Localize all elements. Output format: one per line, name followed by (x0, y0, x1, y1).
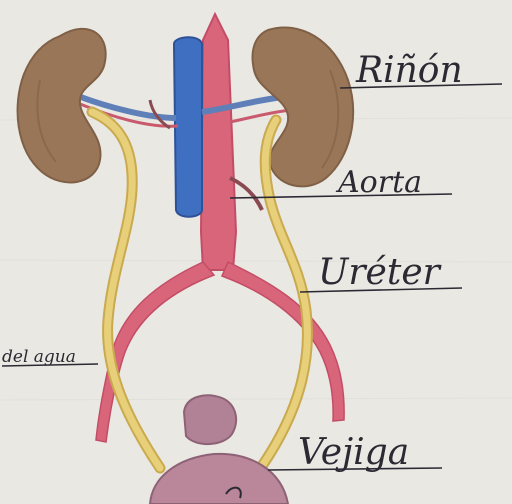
label-aorta: Aorta (335, 165, 422, 200)
label-rinon: Riñón (355, 50, 463, 91)
label-ureter: Uréter (318, 252, 442, 293)
label-vejiga: Vejiga (298, 432, 409, 473)
vena-cava-vessel (174, 37, 202, 217)
label-del-agua: del agua (2, 347, 76, 367)
left-kidney (18, 29, 106, 183)
